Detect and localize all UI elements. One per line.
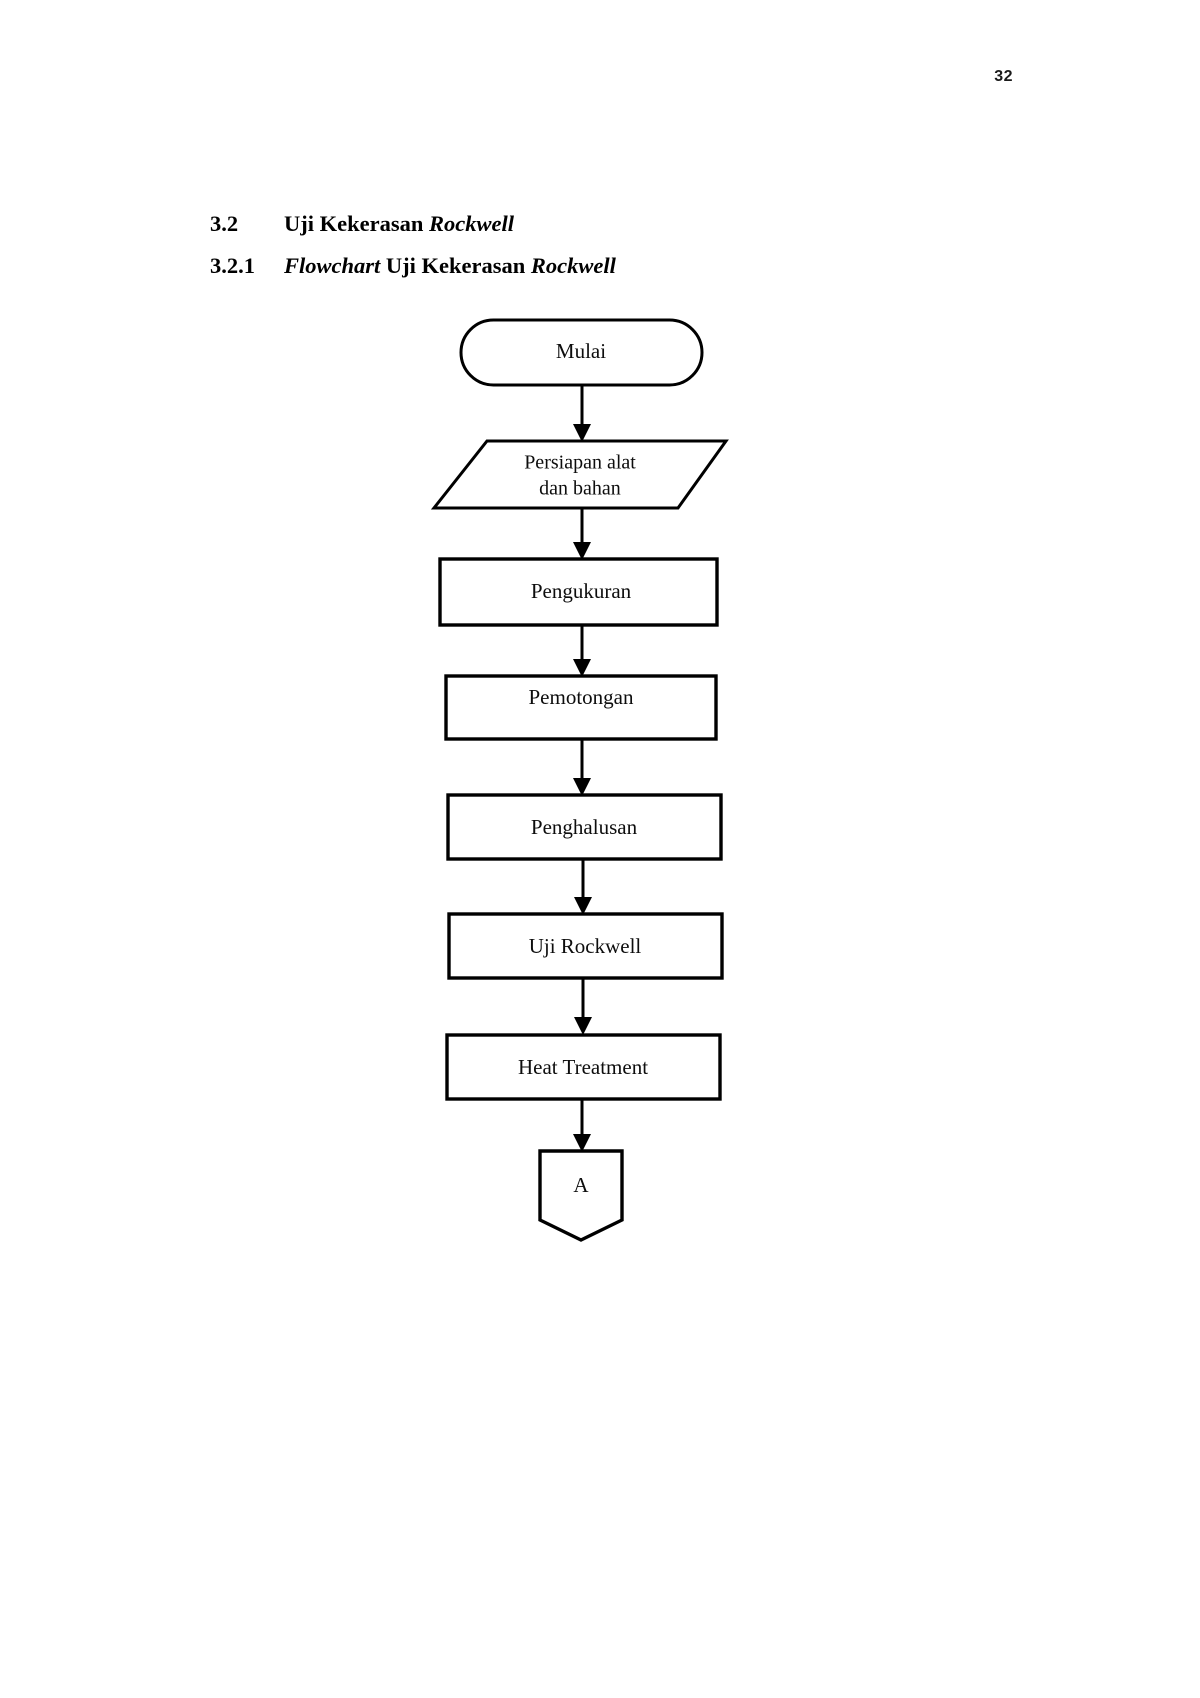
off-page-connector-shape — [538, 1149, 624, 1242]
flow-node-pengukuran-label: Pengukuran — [531, 579, 632, 603]
page-number: 32 — [994, 68, 1013, 85]
section-heading-3-2-1: 3.2.1 Flowchart Uji Kekerasan Rockwell — [210, 253, 616, 279]
flow-edge-pengukuran-to-pemotongan — [573, 625, 591, 677]
flow-node-start-label: Mulai — [556, 339, 606, 363]
flow-node-penghalusan-label: Penghalusan — [531, 815, 638, 839]
flow-node-heat-treatment: Heat Treatment — [445, 1033, 722, 1101]
process-shape — [446, 793, 723, 861]
subsection-title-text: Uji Kekerasan — [380, 253, 531, 278]
section-title-text: Uji Kekerasan — [284, 211, 429, 236]
flow-edge-persiapan-to-pengukuran — [573, 508, 591, 560]
flow-node-pemotongan: Pemotongan — [444, 674, 718, 741]
flow-edge-pemotongan-to-penghalusan — [573, 739, 591, 796]
flow-edge-uji-rockwell-to-heat-treatment — [574, 978, 592, 1035]
flow-node-start: Mulai — [459, 318, 704, 387]
flow-node-connector-a-label: A — [573, 1173, 589, 1197]
section-heading-3-2: 3.2 Uji Kekerasan Rockwell — [210, 211, 514, 237]
section-title-emphasis: Rockwell — [429, 211, 514, 236]
flow-node-penghalusan: Penghalusan — [446, 793, 723, 861]
process-shape — [447, 912, 724, 980]
flow-node-pemotongan-label: Pemotongan — [529, 685, 634, 709]
subsection-title-emphasis-2: Rockwell — [530, 253, 616, 278]
flow-node-persiapan: Persiapan alat dan bahan — [430, 439, 729, 510]
process-shape — [438, 557, 719, 627]
parallelogram-shape — [430, 439, 729, 510]
flow-node-pengukuran: Pengukuran — [438, 557, 719, 627]
flow-node-uji-rockwell-label: Uji Rockwell — [529, 934, 642, 958]
flow-node-uji-rockwell: Uji Rockwell — [447, 912, 724, 980]
flow-edge-start-to-persiapan — [573, 385, 591, 442]
subsection-title-emphasis-1: Flowchart — [284, 253, 381, 278]
process-shape — [445, 1033, 722, 1101]
flow-node-connector-a: A — [538, 1149, 624, 1242]
flow-edge-heat-treatment-to-connector-a — [573, 1099, 591, 1152]
flow-node-heat-treatment-label: Heat Treatment — [518, 1055, 648, 1079]
flow-node-persiapan-label-line1: Persiapan alat — [524, 452, 636, 474]
flow-node-persiapan-label-line2: dan bahan — [539, 478, 621, 500]
section-number: 3.2 — [210, 211, 239, 236]
flow-edge-penghalusan-to-uji-rockwell — [574, 859, 592, 915]
subsection-number: 3.2.1 — [210, 253, 255, 278]
